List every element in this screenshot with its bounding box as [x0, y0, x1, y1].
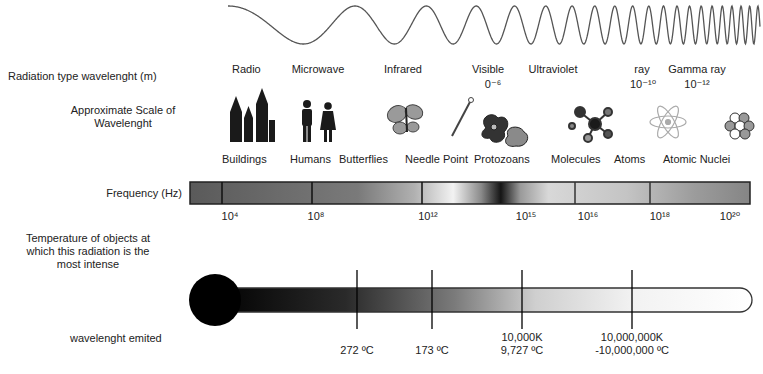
- buildings-icon-part: [269, 120, 275, 142]
- thermometer-part: [210, 288, 752, 312]
- nucleus-icon: [725, 113, 754, 139]
- buildings-icon-part: [244, 106, 253, 118]
- thermometer-part: [431, 270, 432, 329]
- humans-icon-part: [324, 102, 332, 110]
- temperature-value: 10,000K: [502, 331, 543, 344]
- molecule-icon-part: [604, 130, 612, 138]
- buildings-icon-part: [256, 88, 268, 104]
- atom-icon-part: [666, 120, 671, 125]
- molecule-icon-part: [569, 123, 575, 129]
- protozoans-icon: [482, 115, 528, 147]
- thermometer: [189, 270, 752, 329]
- wavelength-value: 10⁻¹²: [684, 78, 709, 91]
- needle-icon-part: [469, 98, 474, 103]
- frequency-bar: [190, 182, 750, 204]
- molecule-icon-part: [589, 118, 601, 130]
- frequency-value: 10¹⁶: [578, 210, 598, 223]
- band-name: Radio: [232, 63, 261, 76]
- band-name: Visible: [472, 63, 504, 76]
- scale-name: Atoms: [614, 153, 645, 166]
- temperature-value: 173 ºC: [415, 344, 448, 357]
- band-name: Ultraviolet: [529, 63, 578, 76]
- band-name: Infrared: [384, 63, 422, 76]
- row-label: wavelenght emited: [70, 332, 162, 345]
- wavelength-value: 0⁻⁶: [485, 78, 501, 91]
- scale-name: Protozoans: [474, 153, 530, 166]
- scale-name: Butterflies: [339, 153, 388, 166]
- humans-icon-part: [320, 111, 336, 130]
- protozoans-icon-part: [491, 124, 497, 130]
- row-label: Temperature of objects at which this rad…: [22, 232, 154, 271]
- frequency-value: 10¹²: [418, 210, 438, 223]
- scale-name: Needle Point: [405, 153, 468, 166]
- thermometer-part: [631, 270, 632, 329]
- row-label: Frequency (Hz): [106, 187, 182, 200]
- molecule-icon: [569, 107, 612, 142]
- thermometer-part: [189, 274, 241, 326]
- frequency-bar-part: [311, 182, 313, 204]
- frequency-bar-part: [649, 182, 651, 204]
- protozoans-icon-part: [482, 115, 508, 143]
- atom-icon-part: [654, 103, 682, 140]
- temperature-value: 272 ºC: [340, 344, 373, 357]
- butterfly-icon: [385, 102, 425, 134]
- humans-icon-part: [308, 125, 312, 142]
- row-label: Radiation type wavelenght (m): [8, 70, 157, 83]
- humans-icon-part: [302, 109, 312, 126]
- frequency-value: 10¹⁸: [650, 210, 671, 223]
- humans-icon-part: [303, 100, 311, 108]
- frequency-bar-part: [221, 182, 223, 204]
- needle-icon-part: [452, 100, 471, 136]
- temperature-value: 9,727 ºC: [501, 344, 544, 357]
- butterfly-icon-part: [407, 122, 419, 132]
- buildings-icon-part: [230, 96, 242, 112]
- frequency-value: 10¹⁵: [516, 210, 536, 223]
- band-name: Gamma ray: [668, 63, 725, 76]
- thermometer-part: [521, 270, 522, 329]
- buildings-icon-part: [244, 118, 253, 142]
- frequency-bar-part: [574, 182, 576, 204]
- frequency-value: 10⁴: [222, 210, 239, 223]
- humans-icon-part: [329, 129, 332, 142]
- needle-icon: [452, 98, 474, 137]
- temperature-value: 10,000,000K: [601, 331, 663, 344]
- nucleus-icon-part: [740, 129, 750, 139]
- humans-icon: [302, 100, 336, 142]
- frequency-value: 10²⁰: [720, 210, 740, 223]
- frequency-bar-part: [421, 182, 423, 204]
- temperature-value: -10,000,000 ºC: [595, 344, 669, 357]
- atom-icon-part: [650, 116, 686, 128]
- frequency-bar-part: [190, 182, 750, 204]
- humans-icon-part: [324, 129, 327, 142]
- scale-name: Buildings: [222, 153, 267, 166]
- row-label: Approximate Scale of Wavelenght: [68, 104, 178, 130]
- buildings-icon: [230, 88, 275, 142]
- atom-icon: [650, 103, 686, 140]
- atom-icon-part: [654, 103, 682, 140]
- wave-line: [228, 6, 760, 44]
- scale-name: Humans: [290, 153, 331, 166]
- molecule-icon-part: [575, 107, 585, 117]
- band-name: ray: [634, 63, 649, 76]
- scale-name: Atomic Nuclei: [663, 153, 730, 166]
- molecule-icon-part: [604, 108, 612, 116]
- butterfly-icon-part: [406, 108, 407, 132]
- butterfly-icon-part: [393, 122, 407, 134]
- nucleus-icon-part: [730, 129, 740, 139]
- scale-name: Molecules: [551, 153, 601, 166]
- frequency-value: 10⁸: [308, 210, 325, 223]
- thermometer-part: [356, 270, 357, 329]
- humans-icon-part: [303, 125, 307, 142]
- buildings-icon-part: [256, 104, 268, 142]
- protozoans-icon-part: [506, 127, 528, 146]
- molecule-icon-part: [584, 134, 592, 142]
- buildings-icon-part: [230, 112, 242, 142]
- band-name: Microwave: [292, 63, 345, 76]
- wavelength-value: 10⁻¹⁰: [630, 78, 656, 91]
